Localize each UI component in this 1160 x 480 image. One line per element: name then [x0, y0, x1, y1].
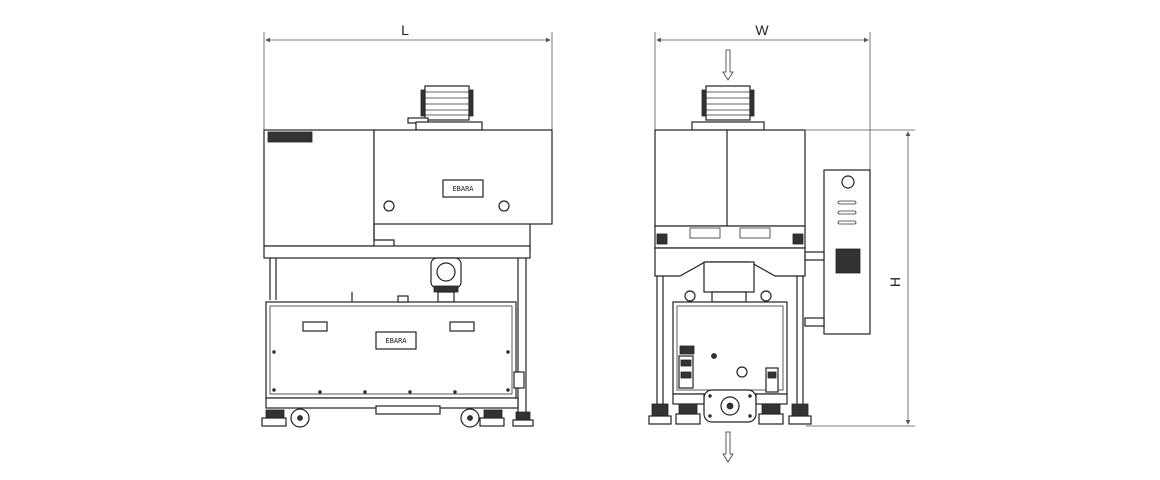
- cabinet-knob-right: [498, 200, 510, 212]
- inlet-flow-arrow: [722, 49, 734, 81]
- vent-grille: [267, 131, 313, 143]
- left-cabinet: [263, 129, 375, 247]
- outlet-flow-arrow: [722, 431, 734, 463]
- side-view: W H: [648, 22, 915, 463]
- frame-rail: [263, 245, 531, 259]
- height-label: H: [887, 277, 903, 287]
- side-caster-right: [758, 403, 784, 425]
- cabinet-knob-left: [383, 200, 395, 212]
- control-box-bracket-top: [804, 251, 825, 261]
- pump-handle-left: [302, 321, 328, 332]
- control-box-bracket-bottom: [804, 317, 825, 327]
- front-top-cooler: [407, 85, 483, 131]
- front-foot-leg: [512, 411, 534, 427]
- side-fitting: [513, 371, 525, 389]
- front-pump-body: [265, 301, 517, 399]
- side-caster-left: [675, 403, 701, 425]
- side-cabinet-lower-band: [654, 225, 806, 249]
- length-label: L: [401, 22, 409, 38]
- control-display-panel: [835, 248, 861, 274]
- front-top-logo: EBARA: [452, 185, 474, 193]
- side-foot-right: [788, 403, 812, 425]
- front-top-logo-plate: [442, 179, 484, 198]
- control-box: [804, 169, 871, 335]
- front-foot-left: [261, 409, 287, 427]
- side-foot-left: [648, 403, 672, 425]
- right-cabinet: [373, 129, 553, 225]
- front-pump-logo: EBARA: [385, 337, 407, 345]
- side-cabinet: [654, 129, 806, 227]
- front-pipe-elbow: [430, 257, 462, 303]
- front-view: L EBARA: [261, 22, 553, 428]
- height-dimension: H: [806, 129, 915, 427]
- length-dimension: L: [263, 22, 553, 130]
- front-pump-logo-plate: [375, 331, 417, 350]
- pump-handle-right: [449, 321, 475, 332]
- front-wheel-left: [290, 408, 310, 428]
- side-neck: [703, 261, 755, 293]
- pump-bolts: [272, 350, 510, 394]
- control-indicator-lamp: [841, 175, 855, 189]
- width-label: W: [755, 22, 769, 38]
- front-wheel-right: [460, 408, 480, 428]
- front-foot-right: [479, 409, 505, 427]
- width-dimension: W: [654, 22, 871, 170]
- side-top-cooler: [691, 85, 765, 131]
- exhaust-flange: [703, 389, 757, 423]
